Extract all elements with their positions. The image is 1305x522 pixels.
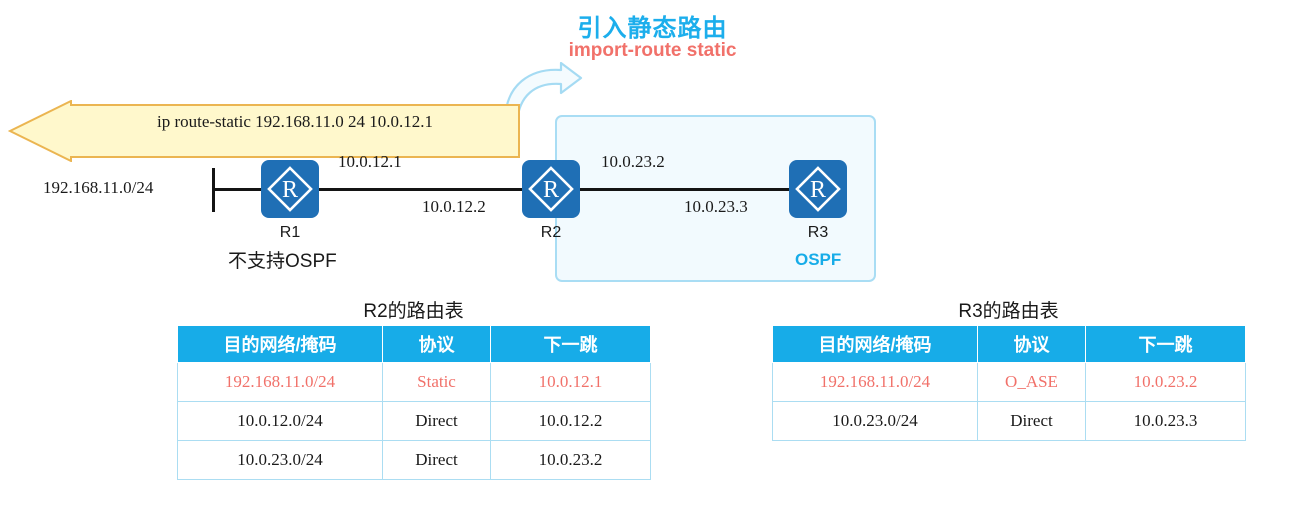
router-label-r3: R3 xyxy=(807,224,829,241)
column-header-protocol: 协议 xyxy=(382,325,491,363)
static-route-banner-arrow xyxy=(7,99,520,163)
cell-nexthop: 10.0.23.2 xyxy=(1085,362,1246,402)
cell-nexthop: 10.0.23.2 xyxy=(490,440,651,480)
r3-routing-table: 目的网络/掩码 协议 下一跳 192.168.11.0/24 O_ASE 10.… xyxy=(772,325,1246,441)
cell-protocol: Direct xyxy=(977,401,1086,441)
static-route-command: ip route-static 192.168.11.0 24 10.0.12.… xyxy=(156,112,434,131)
cell-protocol: Direct xyxy=(382,401,491,441)
cell-protocol: Direct xyxy=(382,440,491,480)
column-header-nexthop: 下一跳 xyxy=(490,325,651,363)
cell-nexthop: 10.0.12.2 xyxy=(490,401,651,441)
r3-table-title: R3的路由表 xyxy=(958,301,1059,322)
table-header-row: 目的网络/掩码 协议 下一跳 xyxy=(772,325,1246,363)
interface-label-r2-e1: 10.0.23.2 xyxy=(601,152,665,171)
table-row: 10.0.12.0/24 Direct 10.0.12.2 xyxy=(177,401,651,441)
svg-text:R: R xyxy=(543,177,559,203)
link-stub-r1 xyxy=(212,188,262,191)
diagram-title-cn: 引入静态路由 xyxy=(577,15,728,42)
link-r2-r3 xyxy=(576,188,791,191)
r2-routing-table: 目的网络/掩码 协议 下一跳 192.168.11.0/24 Static 10… xyxy=(177,325,651,480)
curved-arrow-icon xyxy=(495,61,605,124)
interface-label-r1-e0: 10.0.12.1 xyxy=(338,152,402,171)
svg-text:R: R xyxy=(282,177,298,203)
router-label-r2: R2 xyxy=(540,224,562,241)
cell-protocol: Static xyxy=(382,362,491,402)
table-row: 10.0.23.0/24 Direct 10.0.23.3 xyxy=(772,401,1246,441)
cell-destination: 192.168.11.0/24 xyxy=(177,362,383,402)
diagram-title-en: import-route static xyxy=(568,40,737,61)
column-header-nexthop: 下一跳 xyxy=(1085,325,1246,363)
table-row: 192.168.11.0/24 Static 10.0.12.1 xyxy=(177,362,651,402)
table-row: 192.168.11.0/24 O_ASE 10.0.23.2 xyxy=(772,362,1246,402)
interface-label-r2-e0: 10.0.12.2 xyxy=(422,197,486,216)
link-r1-r2 xyxy=(318,188,528,191)
table-row: 10.0.23.0/24 Direct 10.0.23.2 xyxy=(177,440,651,480)
router-r3[interactable]: R xyxy=(789,160,847,218)
stub-network-label: 192.168.11.0/24 xyxy=(43,178,154,197)
table-header-row: 目的网络/掩码 协议 下一跳 xyxy=(177,325,651,363)
cell-destination: 10.0.23.0/24 xyxy=(772,401,978,441)
cell-destination: 10.0.12.0/24 xyxy=(177,401,383,441)
ospf-region-label: OSPF xyxy=(795,250,842,269)
column-header-destination: 目的网络/掩码 xyxy=(772,325,978,363)
router-r2[interactable]: R xyxy=(522,160,580,218)
cell-nexthop: 10.0.12.1 xyxy=(490,362,651,402)
svg-text:R: R xyxy=(810,177,826,203)
column-header-protocol: 协议 xyxy=(977,325,1086,363)
cell-protocol: O_ASE xyxy=(977,362,1086,402)
r2-table-title: R2的路由表 xyxy=(363,301,464,322)
cell-destination: 192.168.11.0/24 xyxy=(772,362,978,402)
column-header-destination: 目的网络/掩码 xyxy=(177,325,383,363)
router-r1[interactable]: R xyxy=(261,160,319,218)
cell-destination: 10.0.23.0/24 xyxy=(177,440,383,480)
r1-ospf-note: 不支持OSPF xyxy=(228,251,337,272)
cell-nexthop: 10.0.23.3 xyxy=(1085,401,1246,441)
router-label-r1: R1 xyxy=(279,224,301,241)
interface-label-r3-e0: 10.0.23.3 xyxy=(684,197,748,216)
